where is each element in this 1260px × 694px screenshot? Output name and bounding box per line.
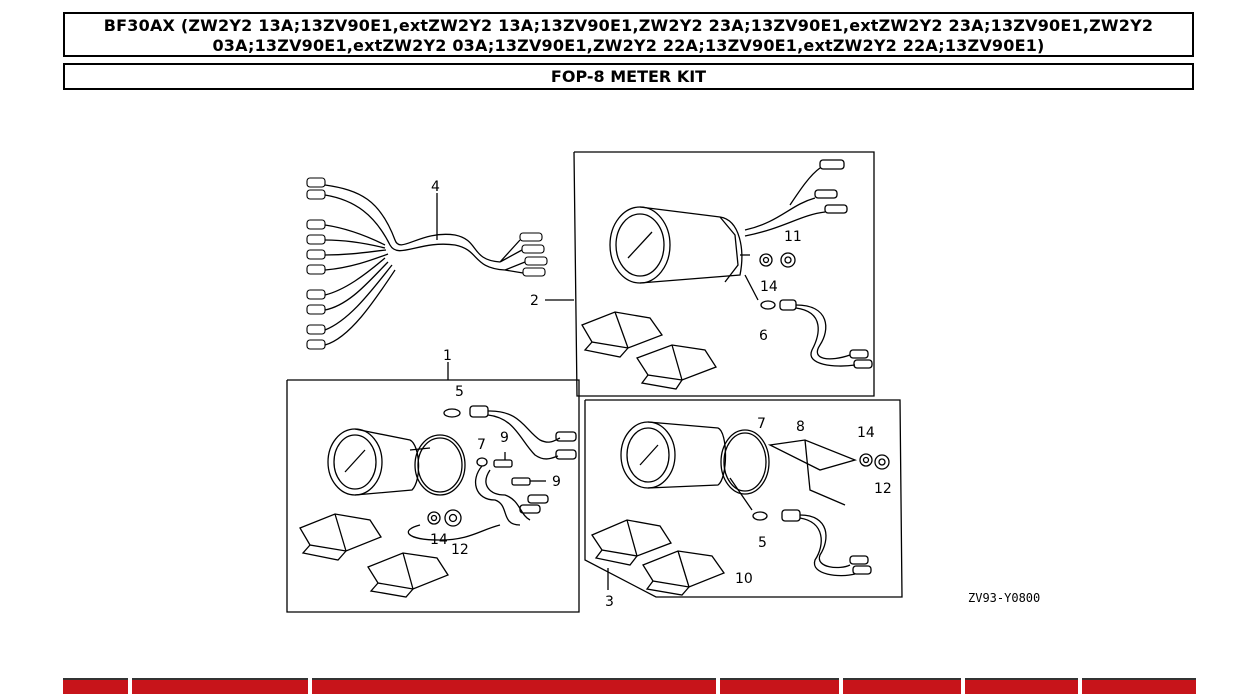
callout-3: 3 (605, 594, 614, 610)
callout-14a: 14 (430, 532, 448, 548)
meter-kit-box-3 (584, 399, 903, 598)
callout-5b: 5 (758, 535, 767, 551)
callout-1: 1 (443, 348, 452, 364)
bottom-tab-7[interactable] (1082, 678, 1196, 694)
callout-8: 8 (796, 419, 805, 435)
callout-4: 4 (431, 179, 440, 195)
meter-kit-box-2 (545, 151, 875, 397)
callout-10: 10 (735, 571, 753, 587)
callout-13: 14 (760, 279, 778, 295)
callout-6: 6 (759, 328, 768, 344)
callout-12b: 12 (874, 481, 892, 497)
wire-harness (306, 177, 548, 350)
bottom-tab-5[interactable] (843, 678, 961, 694)
bottom-tab-1[interactable] (63, 678, 128, 694)
callout-9a: 9 (500, 430, 509, 446)
diagram-code: ZV93-Y0800 (968, 591, 1040, 605)
callout-11: 11 (784, 229, 802, 245)
callout-14b: 14 (857, 425, 875, 441)
bottom-tab-2[interactable] (132, 678, 308, 694)
callout-7a: 7 (477, 437, 486, 453)
bottom-tab-bar (63, 678, 1196, 694)
callout-labels: 4 2 11 14 6 1 5 9 7 9 14 12 7 8 14 12 5 … (430, 179, 1040, 610)
callout-12a: 12 (451, 542, 469, 558)
section-title: FOP-8 METER KIT (63, 63, 1194, 90)
bottom-tab-3[interactable] (312, 678, 716, 694)
model-title: BF30AX (ZW2Y2 13A;13ZV90E1,extZW2Y2 13A;… (63, 12, 1194, 57)
bottom-tab-4[interactable] (720, 678, 839, 694)
callout-9b: 9 (552, 474, 561, 490)
meter-kit-box-1 (286, 362, 580, 613)
callout-7b: 7 (757, 416, 766, 432)
callout-2: 2 (530, 293, 539, 309)
callout-5a: 5 (455, 384, 464, 400)
bottom-tab-6[interactable] (965, 678, 1078, 694)
